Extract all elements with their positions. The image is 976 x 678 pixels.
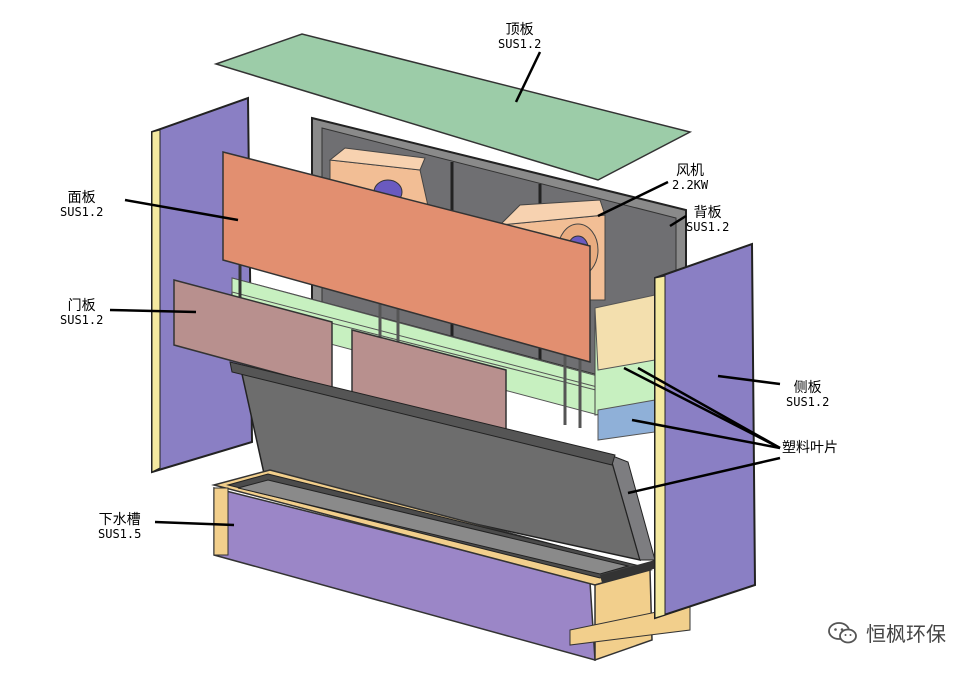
label-top-panel-name: 顶板	[505, 21, 534, 37]
label-side-panel-name: 侧板	[793, 379, 822, 395]
label-drain-trough-spec: SUS1.5	[98, 527, 142, 541]
watermark-text: 恒枫环保	[866, 622, 946, 646]
label-top-panel: 顶板 SUS1.2	[498, 22, 541, 52]
label-back-panel: 背板 SUS1.2	[686, 205, 729, 235]
label-door-panel-spec: SUS1.2	[60, 313, 104, 327]
label-face-panel: 面板 SUS1.2	[60, 190, 103, 220]
top-panel	[213, 33, 693, 181]
label-plastic-blade: 塑料叶片	[782, 440, 838, 455]
label-side-panel: 侧板 SUS1.2	[786, 380, 829, 410]
label-door-panel: 门板 SUS1.2	[60, 298, 103, 328]
watermark: 恒枫环保	[828, 618, 946, 647]
leader-lines	[109, 51, 781, 527]
label-back-panel-spec: SUS1.2	[686, 220, 730, 234]
label-top-panel-spec: SUS1.2	[498, 37, 542, 51]
label-drain-trough-name: 下水槽	[98, 511, 141, 527]
label-fan-name: 风机	[676, 162, 705, 178]
label-face-panel-spec: SUS1.2	[60, 205, 104, 219]
label-back-panel-name: 背板	[693, 204, 722, 220]
label-door-panel-name: 门板	[67, 297, 96, 313]
label-fan-spec: 2.2KW	[672, 178, 709, 192]
label-fan: 风机 2.2KW	[672, 163, 708, 193]
label-side-panel-spec: SUS1.2	[786, 395, 830, 409]
label-plastic-blade-name: 塑料叶片	[782, 439, 838, 455]
face-panel	[222, 151, 591, 363]
label-face-panel-name: 面板	[67, 189, 96, 205]
label-drain-trough: 下水槽 SUS1.5	[98, 512, 141, 542]
side-panel-right	[654, 242, 757, 620]
wechat-icon	[828, 621, 857, 643]
